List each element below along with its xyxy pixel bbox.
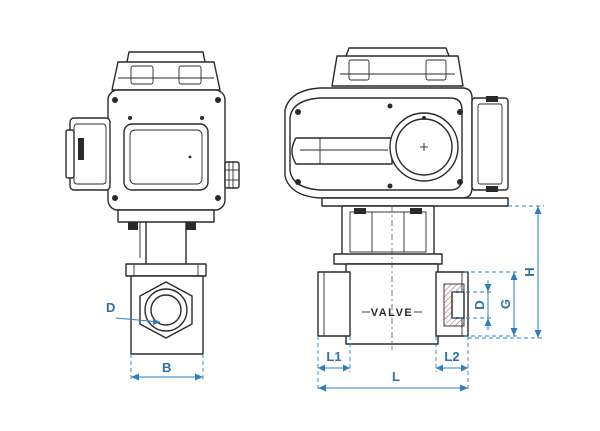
cable-gland: [224, 161, 240, 189]
dimension-b: B: [130, 354, 204, 381]
actuator-housing: [107, 89, 226, 211]
front-view: VALVE L1 L2 L: [284, 47, 544, 392]
dimension-g-label: G: [498, 299, 513, 309]
actuator-cap: [111, 51, 221, 91]
front-housing: [284, 87, 473, 199]
side-motor-cover: [65, 117, 111, 191]
mounting-flange: [117, 209, 215, 265]
valve-body-label: VALVE: [371, 307, 414, 319]
dimension-d-label: D: [106, 300, 115, 315]
front-actuator-cap: [331, 47, 464, 87]
dimension-l1-label: L1: [326, 349, 341, 364]
dimension-d-right: D: [452, 280, 492, 330]
front-bottom-plate: [321, 197, 509, 207]
dimension-h-label: H: [522, 267, 537, 276]
dimension-b-label: B: [162, 360, 171, 375]
dimension-l2: L2: [435, 336, 469, 392]
dimension-d-left: D: [106, 300, 161, 325]
dimension-h: H: [468, 205, 544, 339]
dimension-l2-label: L2: [444, 349, 459, 364]
dimension-l-label: L: [392, 369, 400, 384]
side-view: D B: [65, 51, 240, 381]
dimension-d-right-label: D: [472, 300, 487, 309]
front-side-box: [471, 96, 509, 192]
front-valve-body: VALVE: [317, 263, 469, 345]
front-bracket: [333, 205, 443, 265]
dimension-g: G: [464, 271, 518, 337]
dimension-l1: L1: [317, 336, 351, 392]
valve-body-side: [125, 263, 207, 355]
dimension-l: L: [318, 369, 468, 392]
